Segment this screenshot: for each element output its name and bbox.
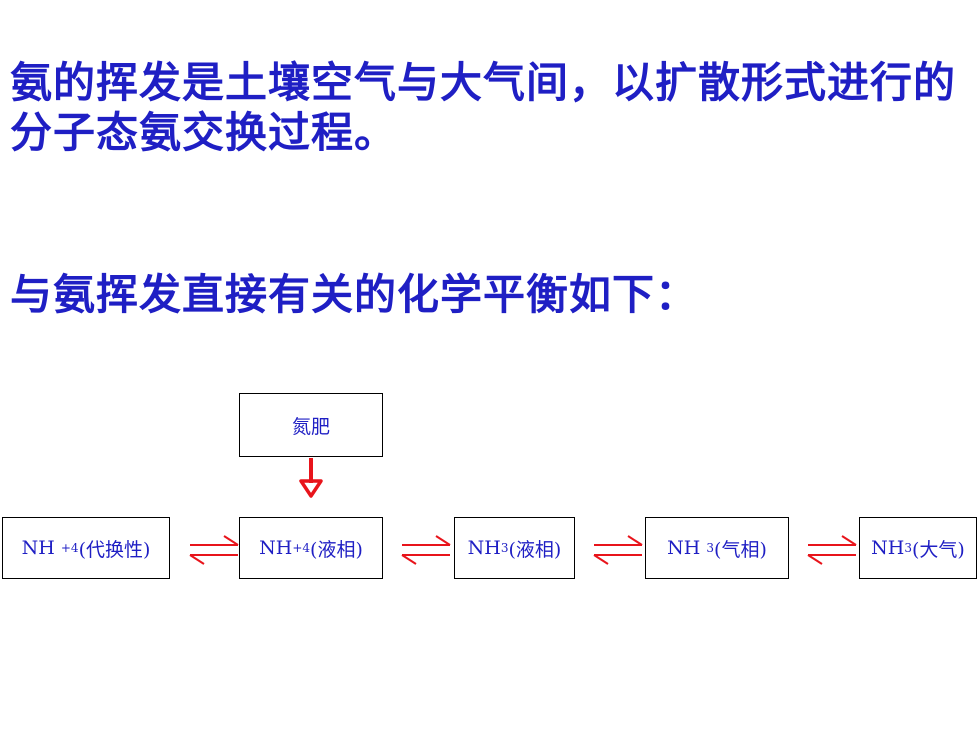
equilibrium-arrows-icon — [189, 535, 239, 565]
node-base: NH — [871, 537, 905, 559]
node-gas-ammonia: NH 3(气相) — [645, 517, 789, 579]
node-phase: (液相) — [508, 538, 562, 561]
node-phase: (代换性) — [78, 538, 151, 561]
node-phase: (气相) — [714, 538, 767, 561]
fertilizer-box: 氮肥 — [239, 393, 383, 457]
equilibrium-arrows-icon — [807, 535, 857, 565]
lead-text: 与氨挥发直接有关的化学平衡如下： — [10, 270, 699, 319]
node-exchangeable-ammonium: NH +4(代换性) — [2, 517, 170, 579]
node-base: NH — [21, 537, 55, 559]
node-liquid-ammonium: NH+4(液相) — [239, 517, 383, 579]
node-base: NH — [259, 537, 293, 559]
equilibrium-arrows-icon — [401, 535, 451, 565]
equilibrium-arrows-icon — [593, 535, 643, 565]
fertilizer-label: 氮肥 — [291, 415, 330, 438]
node-phase: (液相) — [310, 538, 363, 561]
node-base: NH — [467, 537, 501, 559]
node-phase: (大气) — [912, 538, 965, 561]
node-base: NH — [667, 537, 701, 559]
down-arrow-icon — [299, 458, 323, 498]
intro-text: 氨的挥发是土壤空气与大气间，以扩散形式进行的分子态氨交换过程。 — [10, 58, 957, 157]
